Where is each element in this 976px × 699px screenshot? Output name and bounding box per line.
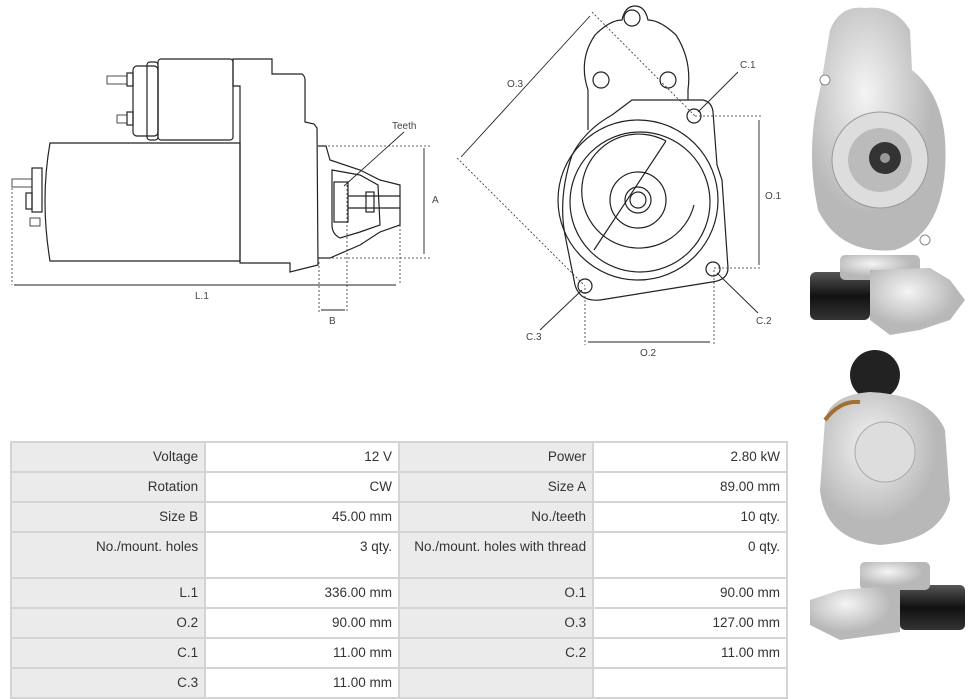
spec-value: 11.00 mm xyxy=(204,637,400,669)
photo-side-view-1 xyxy=(810,255,965,335)
side-view-drawing: Teeth A B L.1 xyxy=(11,58,439,327)
c2-label: C.2 xyxy=(756,316,772,327)
spec-label: L.1 xyxy=(9,577,207,609)
spec-value: 3 qty. xyxy=(204,531,400,579)
spec-value: 12 V xyxy=(204,441,400,473)
spec-label: C.1 xyxy=(9,637,207,669)
size-a-label: A xyxy=(432,195,439,206)
spec-value: 336.00 mm xyxy=(204,577,400,609)
teeth-label: Teeth xyxy=(392,121,416,132)
spec-value: 11.00 mm xyxy=(592,637,788,669)
size-b-label: B xyxy=(329,316,336,327)
hole-c2 xyxy=(705,261,721,277)
spec-label: No./mount. holes with thread xyxy=(397,531,595,579)
spec-label: Rotation xyxy=(9,471,207,503)
drive-housing xyxy=(232,58,319,273)
spec-label: C.3 xyxy=(9,667,207,699)
c1-label: C.1 xyxy=(740,60,756,71)
mounting-ear xyxy=(583,5,690,130)
spec-label: Power xyxy=(397,441,595,473)
spec-value: 0 qty. xyxy=(592,531,788,579)
product-photos xyxy=(810,7,965,640)
spec-label: O.1 xyxy=(397,577,595,609)
spec-label: C.2 xyxy=(397,637,595,669)
spec-value: 127.00 mm xyxy=(592,607,788,639)
spec-label: O.3 xyxy=(397,607,595,639)
motor-body xyxy=(44,142,241,262)
spec-value: 45.00 mm xyxy=(204,501,400,533)
spec-label: O.2 xyxy=(9,607,207,639)
spec-value xyxy=(592,667,788,699)
front-view-drawing: O.3 O.1 O.2 C.1 C.2 C.3 xyxy=(456,5,782,359)
spec-value: 89.00 mm xyxy=(592,471,788,503)
spec-value: 10 qty. xyxy=(592,501,788,533)
spec-label: No./mount. holes xyxy=(9,531,207,579)
spec-value: CW xyxy=(204,471,400,503)
spec-value: 11.00 mm xyxy=(204,667,400,699)
c3-label: C.3 xyxy=(526,332,542,343)
spec-label: No./teeth xyxy=(397,501,595,533)
spec-value: 90.00 mm xyxy=(204,607,400,639)
o2-label: O.2 xyxy=(640,348,657,359)
spec-label: Size A xyxy=(397,471,595,503)
solenoid xyxy=(157,58,234,141)
photo-front-view xyxy=(811,7,946,251)
photo-side-view-2 xyxy=(810,562,965,640)
photo-rear-view xyxy=(820,350,950,545)
spec-label: Voltage xyxy=(9,441,207,473)
flange xyxy=(562,99,729,301)
spec-label xyxy=(397,667,595,699)
o3-label: O.3 xyxy=(507,79,524,90)
l1-label: L.1 xyxy=(195,291,209,302)
spec-value: 90.00 mm xyxy=(592,577,788,609)
spec-label: Size B xyxy=(9,501,207,533)
o1-label: O.1 xyxy=(765,191,782,202)
spec-value: 2.80 kW xyxy=(592,441,788,473)
